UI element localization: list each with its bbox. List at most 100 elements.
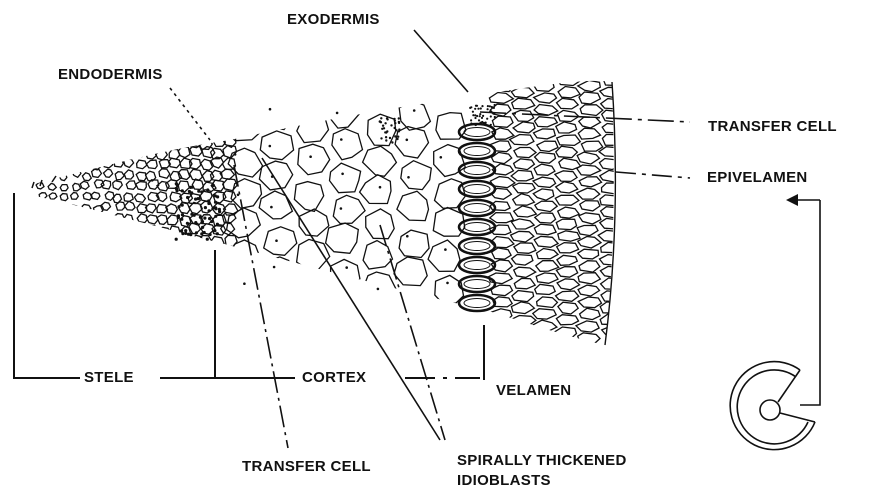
tissue-cell bbox=[259, 161, 292, 190]
cell-dot bbox=[195, 231, 198, 234]
tissue-cell bbox=[533, 189, 554, 200]
tissue-cell bbox=[94, 206, 103, 214]
tissue-cell bbox=[222, 246, 234, 257]
tissue-cell bbox=[179, 238, 191, 248]
tissue-cell bbox=[576, 321, 599, 332]
tissue-cell bbox=[124, 193, 133, 202]
tissue-cell bbox=[602, 124, 622, 133]
cell-dot bbox=[184, 229, 187, 232]
tissue-cell bbox=[435, 275, 464, 303]
tissue-cell bbox=[81, 162, 90, 170]
tissue-cell bbox=[38, 250, 46, 256]
tissue-cell bbox=[581, 141, 602, 151]
tissue-cell bbox=[394, 257, 427, 286]
tissue-cell bbox=[50, 251, 58, 257]
cell-dot bbox=[340, 138, 343, 141]
cell-dot bbox=[204, 206, 207, 209]
tissue-cell bbox=[115, 172, 124, 180]
tissue-cell bbox=[102, 247, 111, 256]
tissue-cell bbox=[556, 315, 578, 325]
tissue-cell bbox=[600, 195, 622, 206]
exodermis-cell-inner bbox=[464, 147, 490, 156]
cell-dot bbox=[199, 216, 202, 219]
cell-dot bbox=[396, 138, 398, 140]
tissue-cell bbox=[580, 201, 600, 211]
tissue-cell bbox=[603, 75, 624, 85]
tissue-cell bbox=[600, 255, 623, 266]
tissue-cell bbox=[298, 144, 330, 175]
tissue-cell bbox=[579, 213, 601, 224]
tissue-cell bbox=[260, 131, 293, 160]
cell-dot bbox=[213, 229, 216, 232]
tissue-cell bbox=[512, 291, 534, 302]
tissue-cell bbox=[579, 261, 600, 272]
tissue-cell bbox=[47, 139, 55, 146]
cell-dot bbox=[394, 135, 396, 137]
tissue-cell bbox=[136, 147, 146, 156]
tissue-cell bbox=[50, 217, 59, 224]
tissue-cell bbox=[395, 127, 428, 158]
exodermis-cell-inner bbox=[464, 280, 490, 289]
tissue-cell bbox=[104, 160, 113, 168]
tissue-cell bbox=[179, 248, 191, 258]
tissue-cell bbox=[578, 273, 600, 284]
tissue-cell bbox=[333, 195, 365, 223]
cell-dot bbox=[486, 118, 488, 120]
cell-dot bbox=[398, 117, 400, 119]
cell-dot bbox=[483, 122, 485, 124]
cell-dot bbox=[210, 220, 213, 223]
tissue-cell bbox=[363, 146, 397, 176]
tissue-cell bbox=[94, 247, 103, 255]
tissue-cell bbox=[535, 152, 556, 163]
tissue-cell bbox=[72, 169, 81, 177]
tissue-cell bbox=[602, 327, 624, 337]
tissue-cell bbox=[92, 236, 102, 244]
tissue-cell bbox=[114, 248, 123, 256]
cell-dot bbox=[203, 217, 206, 220]
exodermis-cell-inner bbox=[464, 204, 490, 213]
transfer-cell-right-label: TRANSFER CELL bbox=[708, 118, 837, 136]
cell-dot bbox=[398, 121, 400, 123]
tissue-cell bbox=[228, 113, 259, 141]
tissue-cell bbox=[137, 160, 147, 169]
tissue-cell bbox=[491, 81, 513, 92]
tissue-cell bbox=[83, 193, 92, 201]
cell-dot bbox=[380, 137, 382, 139]
tissue-cell bbox=[102, 202, 111, 210]
tissue-cell bbox=[229, 240, 260, 271]
endodermis-label: ENDODERMIS bbox=[58, 66, 163, 84]
tissue-cell bbox=[134, 136, 144, 145]
tissue-cell bbox=[157, 215, 167, 225]
tissue-cell bbox=[599, 147, 623, 157]
stele-label: STELE bbox=[84, 369, 134, 387]
tissue-cell bbox=[556, 291, 579, 301]
tissue-cell bbox=[82, 249, 90, 256]
tissue-cell bbox=[37, 204, 45, 211]
cell-dot bbox=[175, 182, 178, 185]
tissue-cell bbox=[134, 224, 144, 234]
cell-dot bbox=[380, 121, 382, 123]
tissue-cell bbox=[533, 177, 556, 187]
tissue-cell bbox=[578, 297, 601, 308]
tissue-cell bbox=[489, 320, 511, 332]
tissue-cell bbox=[557, 243, 579, 253]
tissue-cell bbox=[511, 231, 534, 242]
tissue-cell bbox=[557, 135, 581, 145]
tissue-cell bbox=[61, 238, 69, 245]
cell-dot bbox=[397, 136, 399, 138]
tissue-cell bbox=[112, 150, 123, 158]
tissue-cell bbox=[82, 215, 91, 222]
tissue-cell bbox=[37, 174, 45, 180]
tissue-cell bbox=[513, 327, 536, 338]
tissue-cell bbox=[136, 249, 147, 258]
tissue-cell bbox=[146, 149, 157, 159]
tissue-cell bbox=[125, 201, 136, 210]
tissue-cell bbox=[533, 333, 554, 343]
tissue-cell bbox=[534, 164, 555, 175]
cell-dot bbox=[214, 194, 217, 197]
cell-dot bbox=[393, 118, 395, 120]
cell-dot bbox=[395, 129, 397, 131]
tissue-cell bbox=[294, 182, 323, 212]
tissue-cell bbox=[135, 194, 146, 203]
